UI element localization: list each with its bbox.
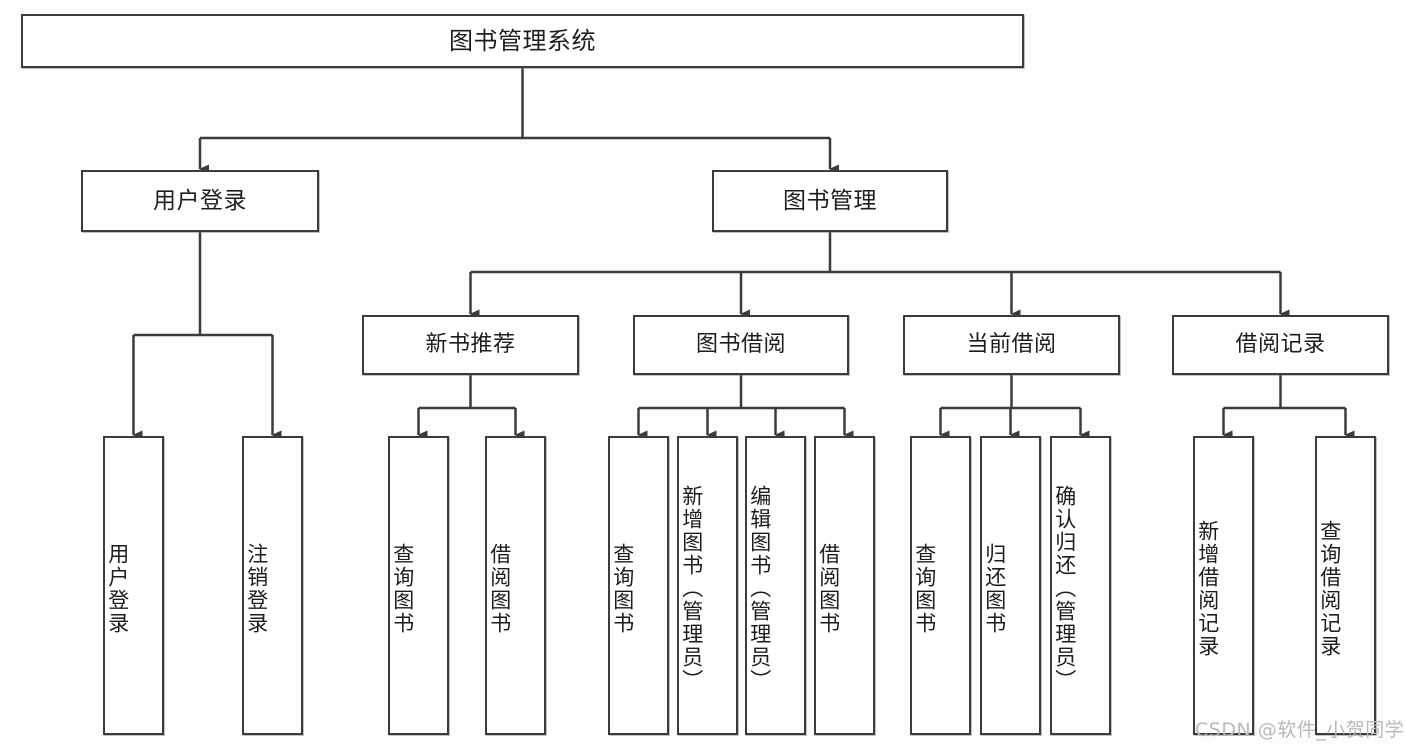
leaf-node-label: 借阅图书 bbox=[816, 542, 841, 635]
leaf-node[interactable]: 注销登录 bbox=[242, 436, 303, 735]
node-current-borrow[interactable]: 当前借阅 bbox=[903, 315, 1120, 375]
leaf-node-label: 查询图书 bbox=[912, 542, 937, 635]
leaf-node-label: 编辑图书（管理员） bbox=[747, 485, 772, 692]
leaf-node[interactable]: 查询借阅记录 bbox=[1315, 436, 1376, 735]
leaf-node-label: 查询借阅记录 bbox=[1317, 519, 1342, 658]
node-root-label: 图书管理系统 bbox=[449, 27, 596, 55]
leaf-node[interactable]: 借阅图书 bbox=[814, 436, 875, 735]
leaf-node-label: 归还图书 bbox=[982, 542, 1007, 635]
node-book-borrow-label: 图书借阅 bbox=[695, 332, 786, 358]
leaf-node[interactable]: 用户登录 bbox=[103, 436, 164, 735]
leaf-node-label: 借阅图书 bbox=[487, 542, 512, 635]
node-root[interactable]: 图书管理系统 bbox=[21, 14, 1024, 68]
leaf-node[interactable]: 查询图书 bbox=[910, 436, 971, 735]
node-user-login[interactable]: 用户登录 bbox=[81, 170, 319, 232]
leaf-node[interactable]: 查询图书 bbox=[388, 436, 449, 735]
leaf-node[interactable]: 新增图书（管理员） bbox=[677, 436, 738, 735]
leaf-node-label: 查询图书 bbox=[610, 542, 635, 635]
leaf-node[interactable]: 查询图书 bbox=[608, 436, 669, 735]
node-book-manage-label: 图书管理 bbox=[783, 187, 877, 214]
node-borrow-record[interactable]: 借阅记录 bbox=[1172, 315, 1389, 375]
node-book-borrow[interactable]: 图书借阅 bbox=[633, 315, 849, 375]
node-new-book-rec-label: 新书推荐 bbox=[425, 332, 516, 358]
leaf-node-label: 查询图书 bbox=[390, 542, 415, 635]
leaf-node-label: 新增借阅记录 bbox=[1195, 519, 1220, 658]
leaf-node[interactable]: 编辑图书（管理员） bbox=[745, 436, 806, 735]
leaf-node[interactable]: 借阅图书 bbox=[485, 436, 546, 735]
leaf-node[interactable]: 确认归还（管理员） bbox=[1050, 436, 1111, 735]
leaf-node-label: 确认归还（管理员） bbox=[1052, 485, 1077, 692]
leaf-node-label: 注销登录 bbox=[244, 542, 269, 635]
node-new-book-rec[interactable]: 新书推荐 bbox=[362, 315, 579, 375]
leaf-node[interactable]: 归还图书 bbox=[980, 436, 1041, 735]
node-borrow-record-label: 借阅记录 bbox=[1235, 332, 1326, 358]
leaf-node-label: 新增图书（管理员） bbox=[679, 485, 704, 692]
leaf-node-label: 用户登录 bbox=[105, 542, 130, 635]
leaf-node[interactable]: 新增借阅记录 bbox=[1193, 436, 1254, 735]
node-current-borrow-label: 当前借阅 bbox=[966, 332, 1057, 358]
node-user-login-label: 用户登录 bbox=[153, 187, 247, 214]
node-book-manage[interactable]: 图书管理 bbox=[712, 170, 948, 232]
